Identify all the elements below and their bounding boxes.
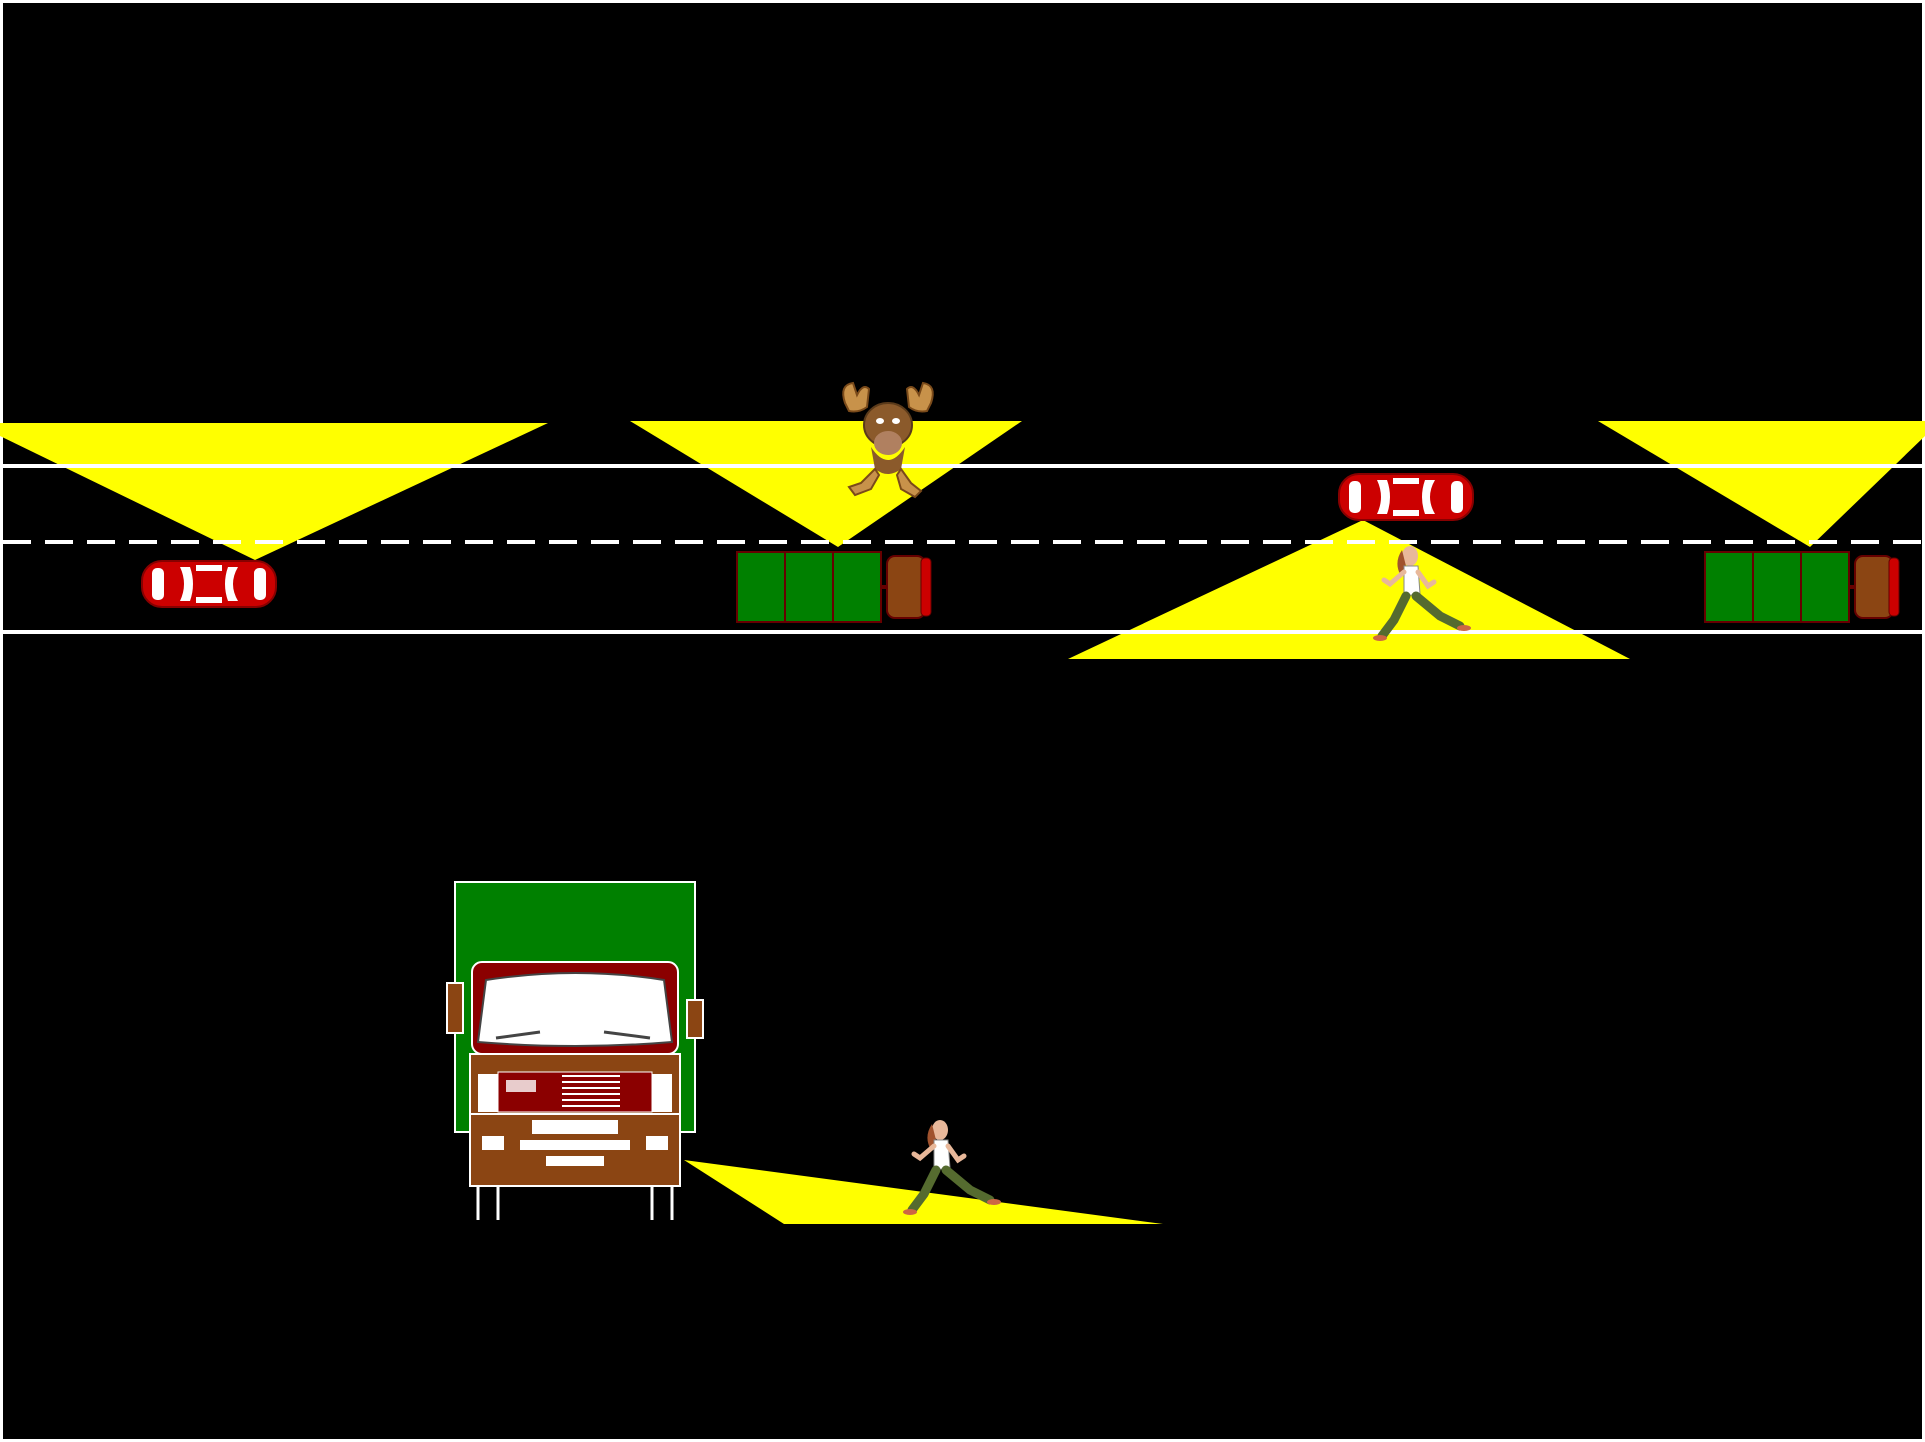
truck-front (447, 882, 703, 1220)
truck (737, 552, 931, 622)
truck (1705, 552, 1899, 622)
car (142, 561, 276, 607)
car (1339, 474, 1473, 520)
